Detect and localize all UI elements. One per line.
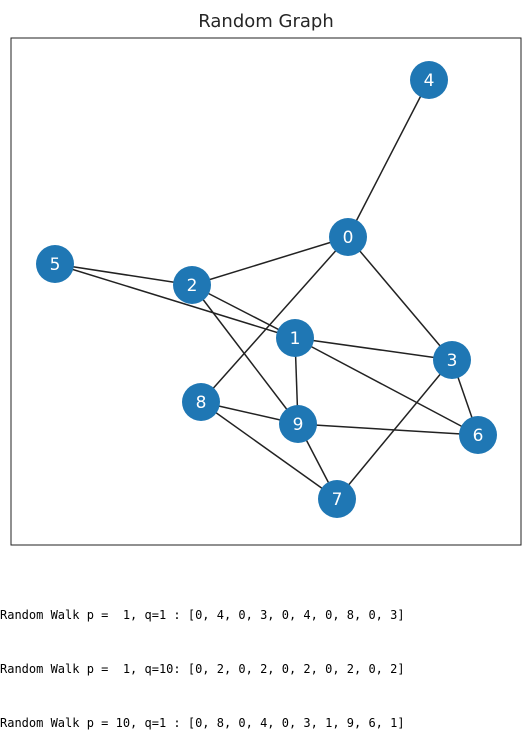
node-circle-5 xyxy=(36,245,74,283)
edge-1-3 xyxy=(294,337,453,361)
node-label-3: 3 xyxy=(447,351,458,371)
node-label-9: 9 xyxy=(293,415,304,435)
edge-8-7 xyxy=(200,401,338,500)
node-circle-7 xyxy=(318,480,356,518)
node-8: 8 xyxy=(182,383,220,421)
node-circle-2 xyxy=(173,266,211,304)
node-4: 4 xyxy=(410,61,448,99)
node-circle-9 xyxy=(279,405,317,443)
node-circle-3 xyxy=(433,341,471,379)
node-circle-0 xyxy=(329,218,367,256)
edge-2-9 xyxy=(191,284,299,425)
node-3: 3 xyxy=(433,341,471,379)
graph-edges xyxy=(54,79,479,500)
node-6: 6 xyxy=(459,416,497,454)
node-2: 2 xyxy=(173,266,211,304)
graph-figure: Random Graph 0 1 2 3 4 5 6 7 8 9 xyxy=(10,11,522,546)
figure-title: Random Graph xyxy=(198,11,333,32)
node-1: 1 xyxy=(276,319,314,357)
node-label-2: 2 xyxy=(187,276,198,296)
edge-0-3 xyxy=(347,236,453,361)
graph-nodes: 0 1 2 3 4 5 6 7 8 9 xyxy=(36,61,497,518)
node-label-6: 6 xyxy=(473,426,484,446)
node-circle-6 xyxy=(459,416,497,454)
node-circle-8 xyxy=(182,383,220,421)
random-walk-output-2: Random Walk p = 1, q=10: [0, 2, 0, 2, 0,… xyxy=(0,662,405,676)
edge-0-8 xyxy=(200,236,349,403)
node-label-8: 8 xyxy=(196,393,207,413)
edge-0-4 xyxy=(347,79,430,238)
node-label-0: 0 xyxy=(343,228,354,248)
node-circle-4 xyxy=(410,61,448,99)
random-walk-output-3: Random Walk p = 10, q=1 : [0, 8, 0, 4, 0… xyxy=(0,716,405,730)
node-label-1: 1 xyxy=(290,329,301,349)
node-label-4: 4 xyxy=(424,71,435,91)
edge-1-6 xyxy=(294,337,479,436)
edge-0-2 xyxy=(191,236,349,286)
node-7: 7 xyxy=(318,480,356,518)
console-output: Random Walk p = 1, q=1 : [0, 4, 0, 3, 0,… xyxy=(0,570,530,750)
plot-frame xyxy=(10,37,522,546)
edge-2-1 xyxy=(191,284,296,339)
node-5: 5 xyxy=(36,245,74,283)
node-label-5: 5 xyxy=(50,255,61,275)
edge-5-2 xyxy=(54,263,193,286)
node-label-7: 7 xyxy=(332,490,343,510)
edge-9-6 xyxy=(297,423,479,436)
edge-5-1 xyxy=(54,263,296,339)
node-circle-1 xyxy=(276,319,314,357)
node-9: 9 xyxy=(279,405,317,443)
node-0: 0 xyxy=(329,218,367,256)
random-walk-output-1: Random Walk p = 1, q=1 : [0, 4, 0, 3, 0,… xyxy=(0,608,405,622)
